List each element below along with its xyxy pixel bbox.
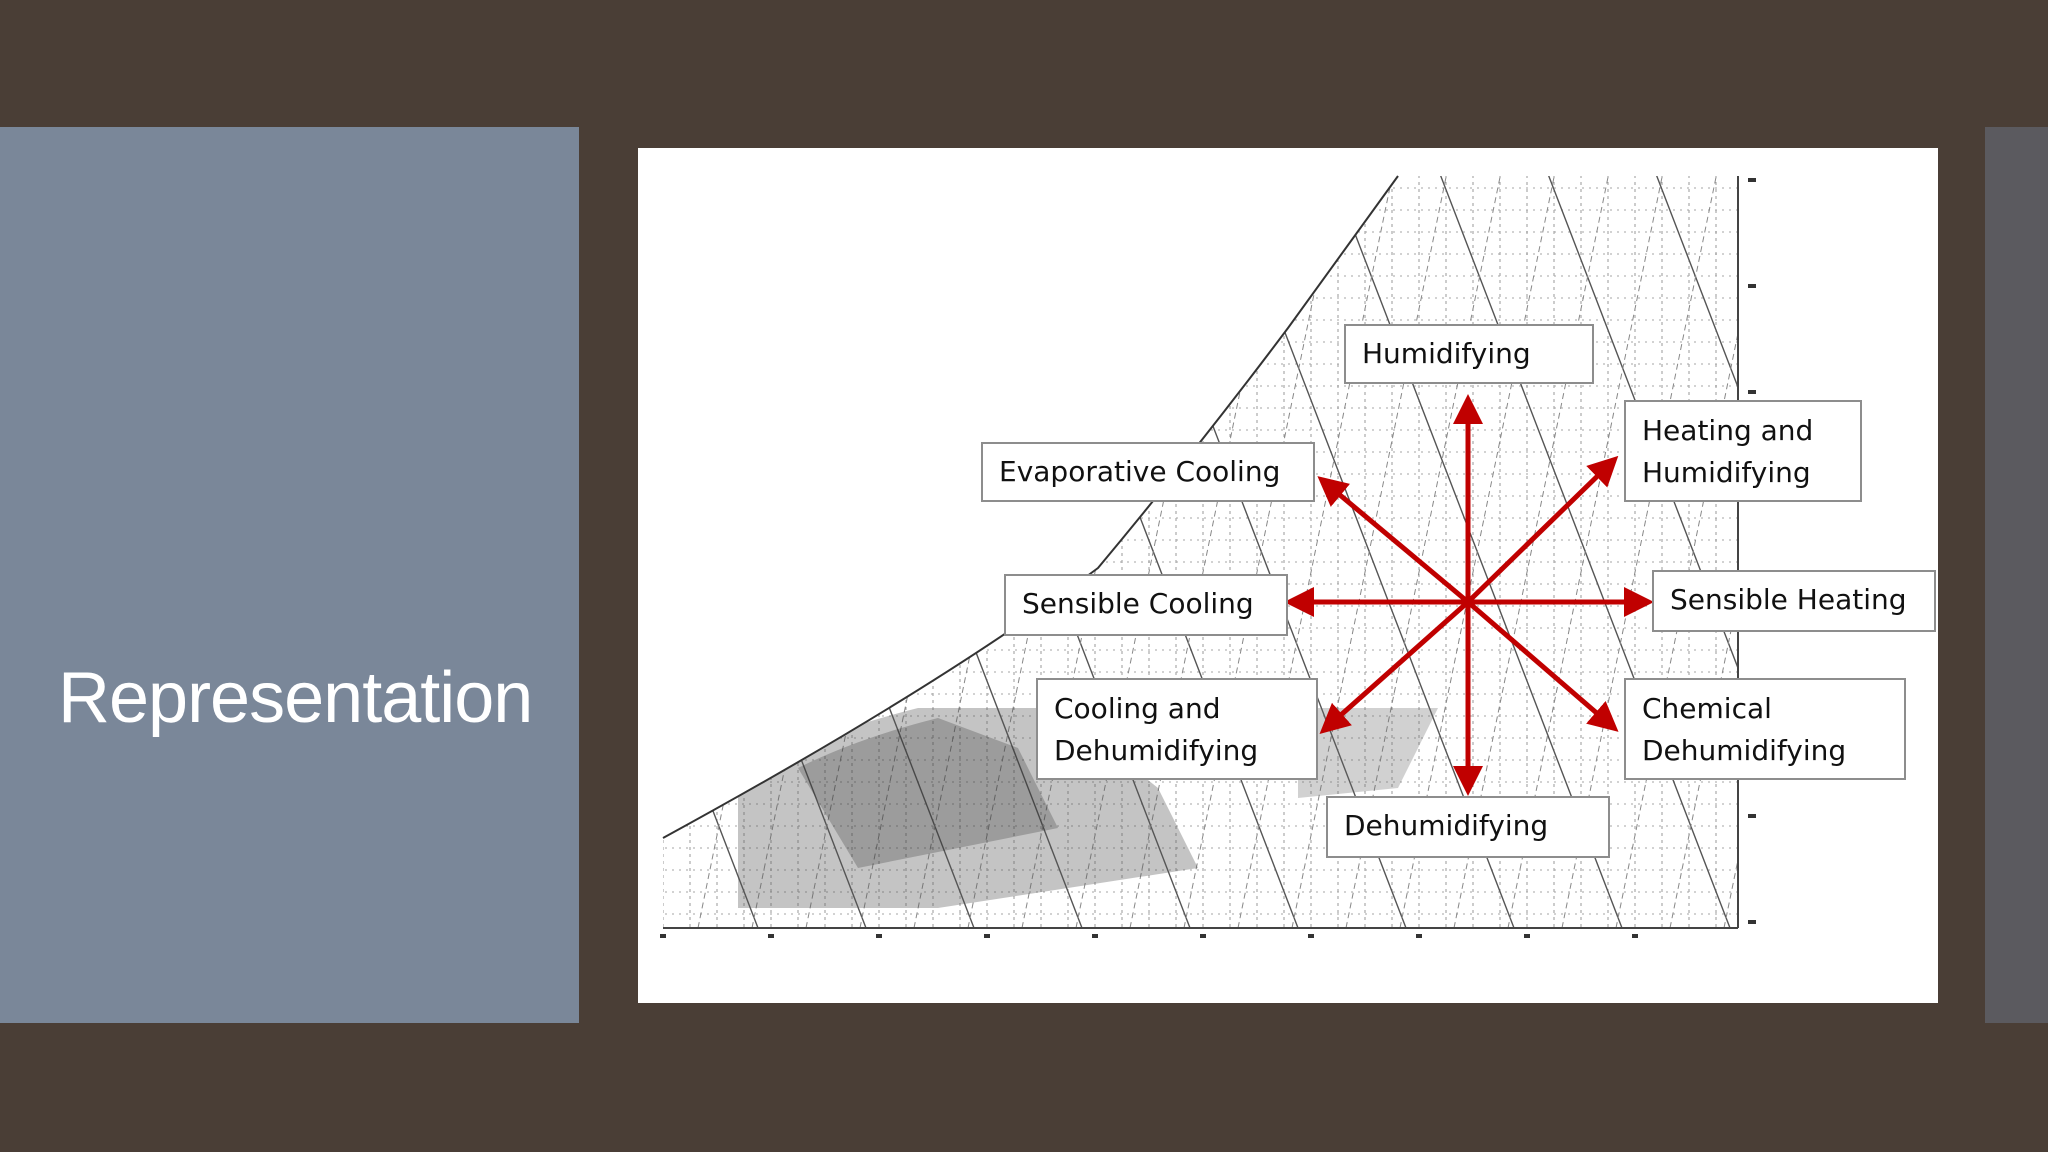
x-tick-mark <box>984 934 990 938</box>
x-tick-mark <box>876 934 882 938</box>
process-arrows <box>1284 394 1654 796</box>
title-panel: Representation <box>0 127 579 1023</box>
volume-line <box>1291 176 1453 928</box>
volume-line <box>1723 176 1738 928</box>
label-cooling-and-dehumidifying: Cooling and Dehumidifying <box>1036 678 1318 780</box>
arrow-chemical-dehumidifying <box>1466 600 1619 732</box>
x-tick-mark <box>1200 934 1206 938</box>
volume-line <box>1237 176 1399 928</box>
volume-line <box>1886 148 1938 928</box>
slide-title: Representation <box>58 658 533 738</box>
x-tick-mark <box>1092 934 1098 938</box>
wet-bulb-line <box>1537 176 1738 928</box>
label-chemical-dehumidifying-line2: Dehumidifying <box>1642 734 1847 767</box>
label-chemical-dehumidifying: Chemical Dehumidifying <box>1624 678 1906 780</box>
label-chemical-dehumidifying-line1: Chemical <box>1642 692 1772 725</box>
label-humidifying: Humidifying <box>1344 324 1594 384</box>
label-sensible-heating-text: Sensible Heating <box>1670 583 1907 616</box>
volume-line <box>1778 148 1938 928</box>
label-sensible-cooling-text: Sensible Cooling <box>1022 587 1254 620</box>
label-heating-humidifying-line1: Heating and <box>1642 414 1814 447</box>
wet-bulb-line <box>1645 176 1738 928</box>
y-tick-mark <box>1748 920 1756 924</box>
label-heating-humidifying-line2: Humidifying <box>1642 456 1811 489</box>
label-sensible-heating: Sensible Heating <box>1652 570 1936 632</box>
label-evaporative-cooling: Evaporative Cooling <box>981 442 1315 502</box>
volume-line <box>1832 148 1938 928</box>
y-tick-mark <box>1748 178 1756 182</box>
label-cooling-dehumidifying-line2: Dehumidifying <box>1054 734 1259 767</box>
next-slide-edge <box>1985 127 2048 1023</box>
label-dehumidifying-text: Dehumidifying <box>1344 809 1549 842</box>
chart-grid <box>663 148 1938 928</box>
volume-line <box>1183 176 1345 928</box>
volume-line <box>1615 176 1738 928</box>
label-evaporative-cooling-text: Evaporative Cooling <box>999 455 1281 488</box>
x-tick-mark <box>768 934 774 938</box>
y-tick-mark <box>1748 284 1756 288</box>
x-tick-mark <box>660 934 666 938</box>
x-tick-mark <box>1416 934 1422 938</box>
y-tick-mark <box>1748 814 1756 818</box>
label-dehumidifying: Dehumidifying <box>1326 796 1610 858</box>
x-tick-mark <box>1524 934 1530 938</box>
volume-line <box>1669 176 1738 928</box>
x-tick-mark <box>1308 934 1314 938</box>
label-cooling-dehumidifying-line1: Cooling and <box>1054 692 1221 725</box>
label-heating-and-humidifying: Heating and Humidifying <box>1624 400 1862 502</box>
psychrometric-chart-figure: Humidifying Heating and Humidifying Evap… <box>638 148 1938 1003</box>
x-tick-mark <box>1632 934 1638 938</box>
y-tick-mark <box>1748 390 1756 394</box>
label-sensible-cooling: Sensible Cooling <box>1004 574 1288 636</box>
arrow-heating-humidifying <box>1466 455 1619 604</box>
arrow-evaporative-cooling <box>1317 476 1470 604</box>
label-humidifying-text: Humidifying <box>1362 337 1531 370</box>
wet-bulb-line <box>1429 176 1731 928</box>
arrow-cooling-dehumidifying <box>1319 600 1470 734</box>
